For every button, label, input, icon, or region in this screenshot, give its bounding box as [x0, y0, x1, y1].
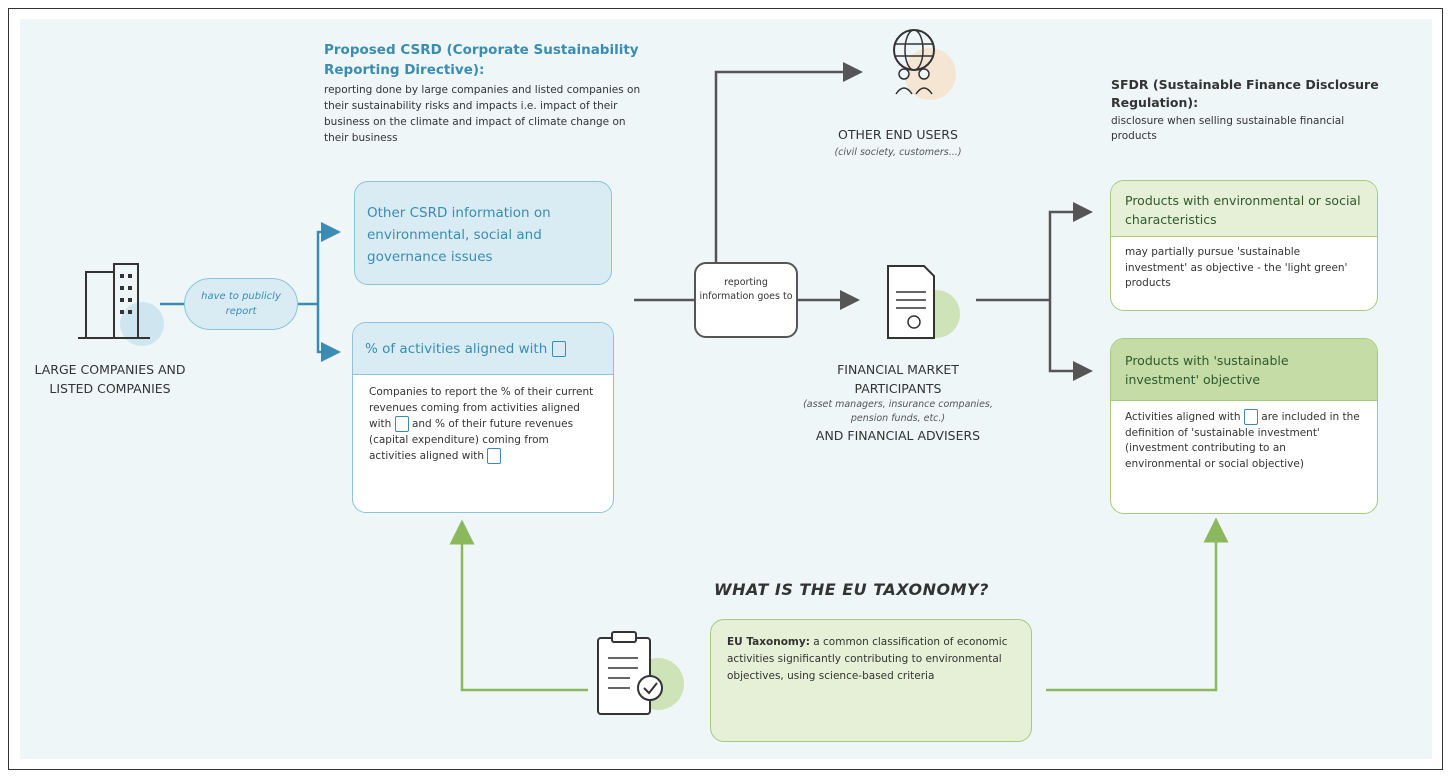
other-csrd-info-box: Other CSRD information on environmental,… [354, 181, 612, 285]
products-sustainable-header: Products with 'sustainable investment' o… [1111, 339, 1377, 401]
fmp-subtitle: (asset managers, insurance companies, pe… [803, 399, 993, 424]
taxonomy-badge-icon [394, 416, 409, 432]
csrd-title: Proposed CSRD (Corporate Sustainability … [324, 42, 639, 78]
financial-market-participants: FINANCIAL MARKET PARTICIPANTS (asset man… [800, 360, 996, 445]
other-end-users: OTHER END USERS (civil society, customer… [808, 127, 988, 158]
products-sustainable-box: Products with 'sustainable investment' o… [1110, 338, 1378, 514]
large-companies-label: LARGE COMPANIES AND LISTED COMPANIES [34, 362, 186, 396]
eu-taxonomy-definition-box: EU Taxonomy: a common classification of … [710, 619, 1032, 742]
products-env-social-box: Products with environmental or social ch… [1110, 180, 1378, 311]
other-end-users-subtitle: (civil society, customers...) [834, 147, 962, 158]
csrd-description: reporting done by large companies and li… [324, 84, 641, 144]
fmp-title-2: AND FINANCIAL ADVISERS [815, 428, 981, 443]
publicly-report-pill: have to publicly report [184, 278, 298, 330]
products-sustainable-body: Activities aligned with are included in … [1111, 401, 1377, 480]
taxonomy-badge-icon [1243, 409, 1258, 425]
certificate-document-icon [887, 265, 960, 339]
globe-people-icon [893, 29, 956, 100]
products-env-social-body: may partially pursue 'sustainable invest… [1125, 246, 1348, 289]
pct-activities-body: Companies to report the % of their curre… [353, 375, 613, 475]
eu-taxonomy-term: EU Taxonomy: [727, 636, 810, 648]
pct-activities-box: % of activities aligned with Companies t… [352, 322, 614, 513]
reporting-info-box: reporting information goes to [694, 262, 798, 338]
sfdr-title: SFDR (Sustainable Finance Disclosure Reg… [1111, 77, 1379, 110]
what-is-taxonomy-heading: WHAT IS THE EU TAXONOMY? [714, 580, 989, 599]
pct-body-part2: and % of their future revenues (capital … [369, 418, 574, 462]
pct-body-part1: Companies to report the % of their curre… [369, 386, 594, 430]
pct-activities-header: % of activities aligned with [353, 323, 613, 375]
taxonomy-badge-icon [487, 448, 502, 464]
eu-taxonomy-definition: a common classification of economic acti… [727, 636, 1008, 682]
products-env-social-header: Products with environmental or social ch… [1111, 181, 1377, 237]
pct-activities-title: % of activities aligned with [365, 341, 548, 357]
sfdr-description: disclosure when selling sustainable fina… [1111, 115, 1345, 142]
sust-body-part1: Activities aligned with [1125, 411, 1241, 423]
building-icon [78, 263, 164, 346]
checklist-clipboard-icon [597, 631, 684, 715]
sust-body-part2: are included in the definition of 'susta… [1125, 411, 1360, 470]
other-end-users-title: OTHER END USERS [838, 127, 958, 142]
fmp-title: FINANCIAL MARKET PARTICIPANTS [837, 362, 959, 396]
taxonomy-badge-icon [551, 341, 566, 357]
